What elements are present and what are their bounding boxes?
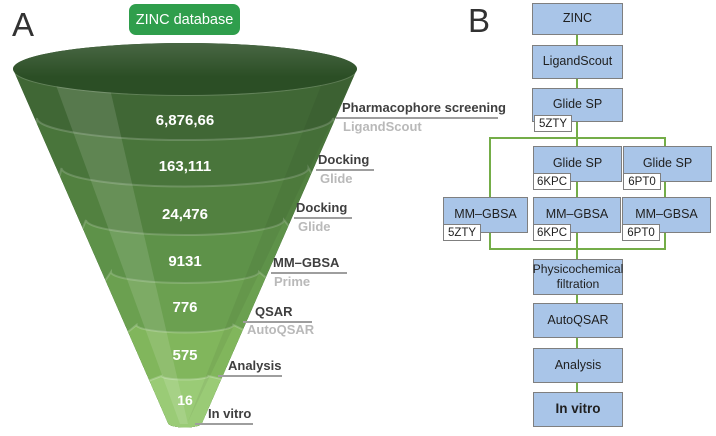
tag-6kpc-mmgbsa: 6KPC [533, 224, 571, 241]
connector-line [489, 137, 666, 139]
tag-6kpc-glide: 6KPC [533, 173, 571, 190]
funnel-stage-label-4: MM–GBSA [271, 255, 347, 274]
funnel-stage-label-1: Pharmacophore screening [336, 100, 506, 119]
funnel-stage-tool-3: Glide [298, 219, 331, 234]
funnel-stage-tool-1: LigandScout [343, 119, 422, 134]
funnel-count-5: 776 [172, 299, 198, 316]
funnel-stage-tool-2: Glide [320, 171, 353, 186]
node-mmgbsa-6kpc: MM–GBSA [533, 197, 621, 233]
node-analysis: Analysis [533, 348, 623, 383]
funnel-count-4: 9131 [168, 253, 202, 270]
funnel-stage-label-2: Docking [316, 152, 374, 171]
funnel-stage-label-6: Analysis [218, 358, 282, 377]
funnel-highlight [46, 58, 188, 424]
tag-5zty-mmgbsa: 5ZTY [443, 224, 481, 241]
connector-line [489, 232, 491, 250]
funnel-count-2: 163,111 [158, 158, 212, 175]
connector-line [664, 137, 666, 146]
connector-line [576, 293, 578, 304]
funnel-stage-label-5: QSAR [243, 304, 312, 323]
tag-5zty-glide: 5ZTY [534, 115, 572, 132]
panel-a-label: A [12, 6, 35, 43]
connector-line [664, 232, 666, 250]
node-physicochemical-filtration: Physicochemical filtration [533, 259, 623, 295]
connector-line [576, 79, 578, 88]
funnel-stage-label-3: Docking [294, 200, 352, 219]
connector-line [489, 137, 491, 197]
connector-line [576, 248, 578, 260]
tag-6pt0-glide: 6PT0 [623, 173, 661, 190]
connector-line [576, 181, 578, 197]
funnel-mouth-sheen [13, 43, 357, 95]
node-zinc: ZINC [532, 3, 623, 35]
node-in-vitro: In vitro [533, 392, 623, 427]
funnel-stage-tool-5: AutoQSAR [247, 322, 315, 337]
funnel-stage-tool-4: Prime [274, 274, 311, 289]
connector-line [576, 232, 578, 250]
connector-line [576, 382, 578, 393]
funnel-stage-label-7: In vitro [195, 406, 253, 425]
connector-line [576, 35, 578, 45]
funnel-shadow [187, 63, 357, 424]
funnel-count-6: 575 [172, 347, 198, 364]
funnel-count-1: 6,876,66 [155, 112, 215, 129]
tag-6pt0-mmgbsa: 6PT0 [622, 224, 660, 241]
node-autoqsar: AutoQSAR [533, 303, 623, 338]
node-ligandscout: LigandScout [532, 45, 623, 79]
panel-b-label: B [468, 2, 491, 39]
connector-line [576, 122, 578, 146]
funnel-graphic [13, 43, 357, 428]
zinc-database-badge: ZINC database [129, 4, 240, 35]
connector-line [576, 337, 578, 349]
connector-line [664, 181, 666, 197]
funnel-count-7: 16 [177, 392, 193, 408]
funnel-count-3: 24,476 [162, 206, 208, 223]
